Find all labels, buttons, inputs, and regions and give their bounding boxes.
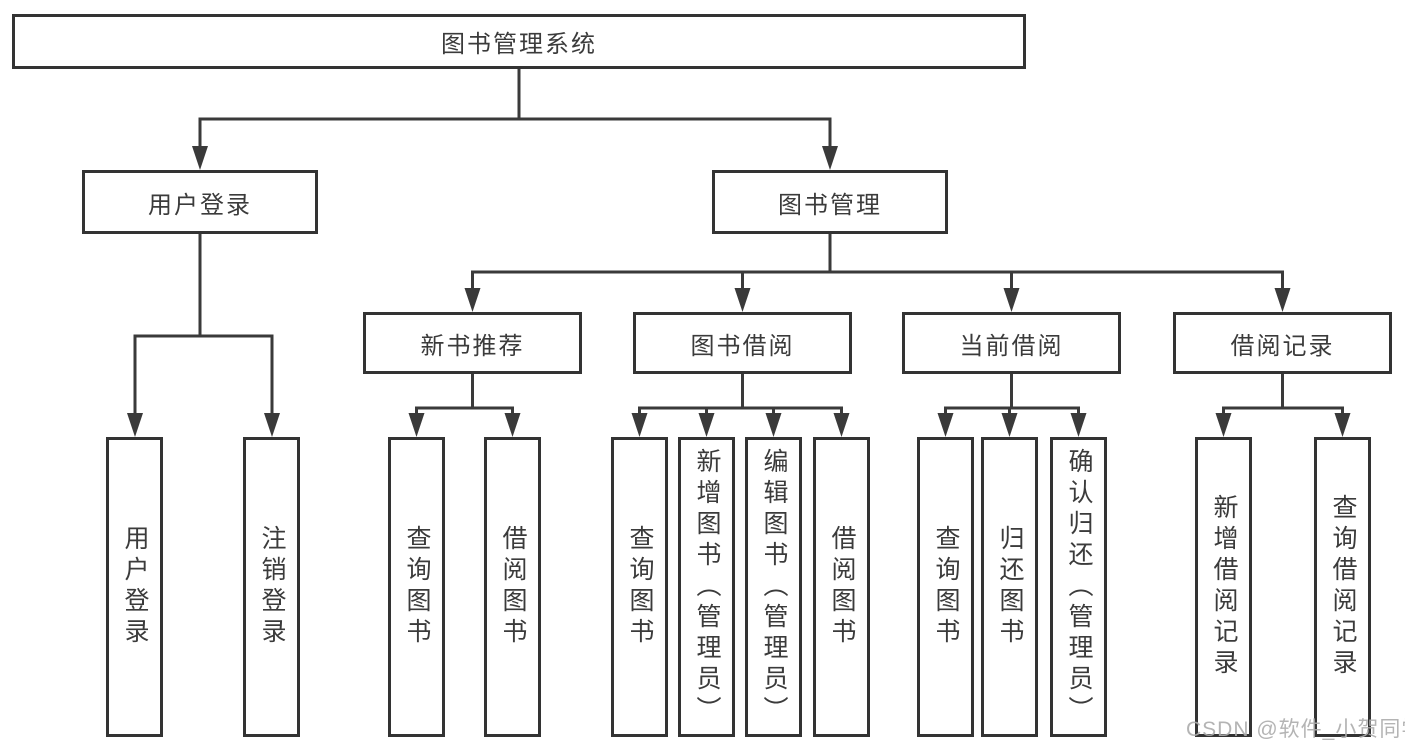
leaf-nb-borrow-books: 借阅图书 (484, 437, 541, 737)
leaf-nb-query-books: 查询图书 (388, 437, 445, 737)
leaf-bb-borrow-books: 借阅图书 (813, 437, 870, 737)
node-borrow-records: 借阅记录 (1173, 312, 1392, 374)
connector-book-borrow-children (631, 372, 850, 437)
leaf-bb-add-book-admin: 新增图书（管理员） (678, 437, 735, 737)
node-user-login: 用户登录 (82, 170, 318, 234)
node-current-borrow: 当前借阅 (902, 312, 1121, 374)
node-book-borrow-label: 图书借阅 (690, 332, 795, 360)
connector-user-login-children (127, 232, 280, 437)
csdn-watermark: CSDN @软件_小贺同学 (1186, 718, 1405, 741)
node-book-borrow: 图书借阅 (633, 312, 852, 374)
leaf-logout: 注销登录 (243, 437, 300, 737)
leaf-user-login-label: 用户登录 (121, 525, 149, 649)
node-user-login-label: 用户登录 (148, 191, 252, 219)
leaf-user-login: 用户登录 (106, 437, 163, 737)
connector-book-management-to-level3 (464, 232, 1291, 312)
node-current-borrow-label: 当前借阅 (959, 332, 1064, 360)
leaf-logout-label: 注销登录 (258, 525, 286, 649)
leaf-bb-borrow-books-label: 借阅图书 (828, 525, 856, 649)
leaf-bb-add-book-admin-label: 新增图书（管理员） (693, 447, 721, 727)
leaf-br-query-record: 查询借阅记录 (1314, 437, 1371, 737)
node-book-management-label: 图书管理 (778, 191, 882, 219)
connector-current-borrow-children (937, 372, 1087, 437)
leaf-br-add-record-label: 新增借阅记录 (1210, 494, 1238, 680)
node-new-book-recommend: 新书推荐 (363, 312, 582, 374)
leaf-cb-confirm-return-admin-label: 确认归还（管理员） (1065, 447, 1093, 727)
leaf-cb-query-books-label: 查询图书 (932, 525, 960, 649)
leaf-cb-confirm-return-admin: 确认归还（管理员） (1050, 437, 1107, 737)
node-root-system: 图书管理系统 (12, 14, 1026, 69)
connector-new-book-children (408, 372, 521, 437)
leaf-br-add-record: 新增借阅记录 (1195, 437, 1252, 737)
leaf-cb-return-books-label: 归还图书 (996, 525, 1024, 649)
leaf-br-query-record-label: 查询借阅记录 (1329, 494, 1357, 680)
node-new-book-recommend-label: 新书推荐 (420, 332, 525, 360)
node-borrow-records-label: 借阅记录 (1230, 332, 1335, 360)
leaf-bb-edit-book-admin-label: 编辑图书（管理员） (760, 447, 788, 727)
leaf-bb-query-books: 查询图书 (611, 437, 668, 737)
leaf-cb-query-books: 查询图书 (917, 437, 974, 737)
leaf-nb-borrow-books-label: 借阅图书 (499, 525, 527, 649)
leaf-nb-query-books-label: 查询图书 (403, 525, 431, 649)
node-root-label: 图书管理系统 (441, 31, 597, 58)
connector-borrow-records-children (1215, 372, 1351, 437)
node-book-management: 图书管理 (712, 170, 948, 234)
connector-root-to-level2 (192, 67, 838, 170)
leaf-bb-edit-book-admin: 编辑图书（管理员） (745, 437, 802, 737)
leaf-bb-query-books-label: 查询图书 (626, 525, 654, 649)
leaf-cb-return-books: 归还图书 (981, 437, 1038, 737)
